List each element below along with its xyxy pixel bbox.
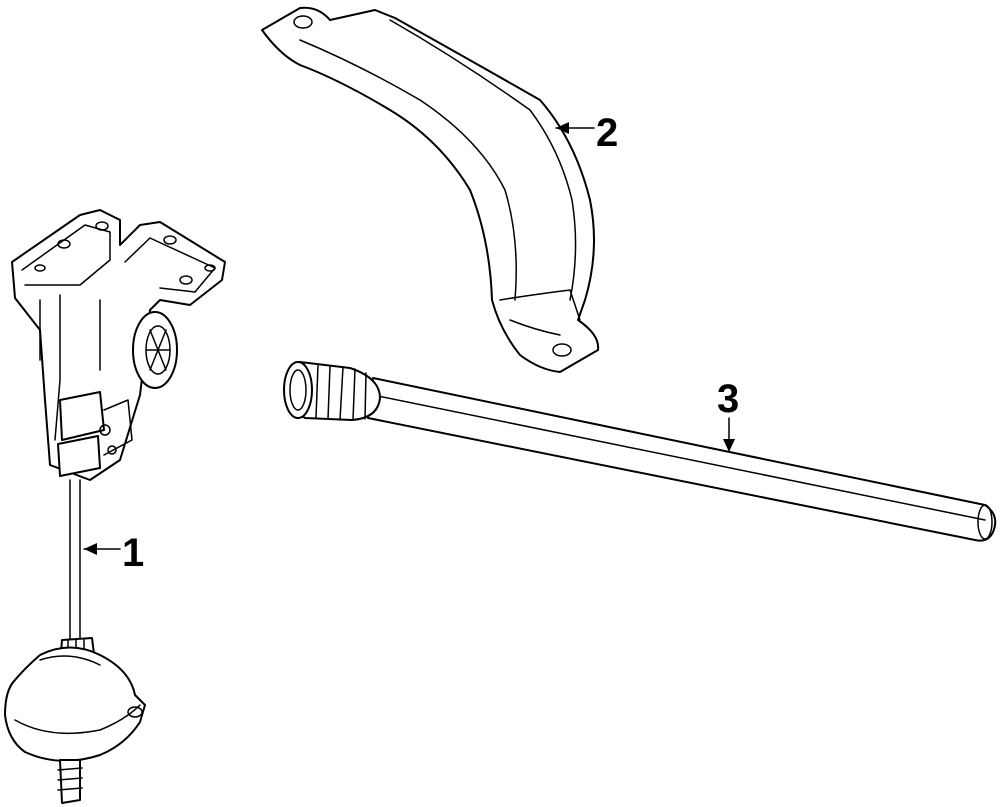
callout-3-number: 3 bbox=[717, 377, 739, 421]
callout-3: 3 bbox=[717, 377, 739, 453]
callout-2: 2 bbox=[555, 111, 618, 155]
callout-1: 1 bbox=[83, 531, 144, 575]
part-3-rod[interactable] bbox=[283, 361, 997, 542]
callout-1-number: 1 bbox=[122, 531, 144, 575]
part-1-assembly[interactable] bbox=[4, 209, 226, 804]
callout-3-arrowhead bbox=[723, 439, 735, 452]
callout-1-arrowhead bbox=[84, 543, 97, 555]
callout-2-arrowhead bbox=[556, 122, 569, 134]
part-2-bracket[interactable] bbox=[261, 6, 600, 373]
callout-2-number: 2 bbox=[596, 111, 618, 155]
